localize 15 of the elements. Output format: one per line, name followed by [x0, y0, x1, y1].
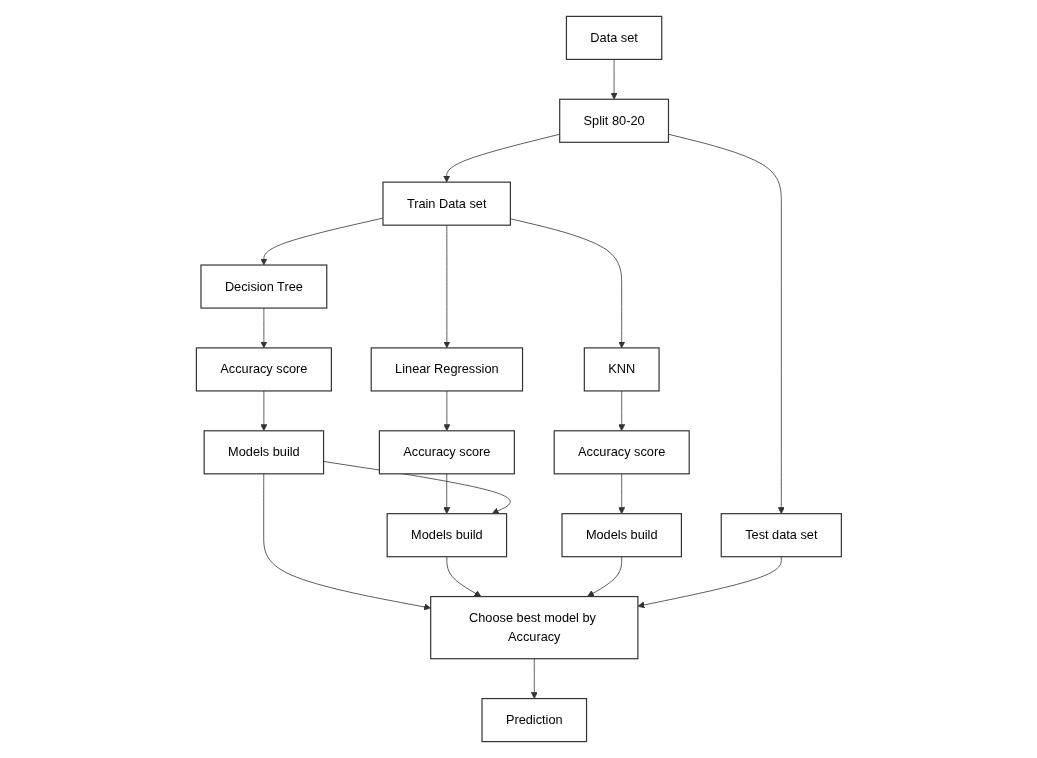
node-box: Models build: [203, 430, 324, 475]
node-box: Data set: [565, 15, 662, 60]
node-box: Train Data set: [382, 181, 511, 226]
node-box: Split 80-20: [558, 98, 669, 143]
node-box: Accuracy score: [195, 347, 332, 392]
node-box: Models build: [386, 513, 507, 558]
node-box: Linear Regression: [370, 347, 523, 392]
node-box: Prediction: [481, 697, 587, 743]
node-box: KNN: [583, 347, 660, 392]
node-box: Test data set: [720, 513, 842, 558]
node-box: Accuracy score: [378, 430, 515, 475]
node-box: Choose best model by Accuracy: [429, 595, 639, 660]
node-box: Accuracy score: [553, 430, 690, 475]
node-box: Decision Tree: [200, 264, 327, 309]
node-box: Models build: [561, 513, 682, 558]
